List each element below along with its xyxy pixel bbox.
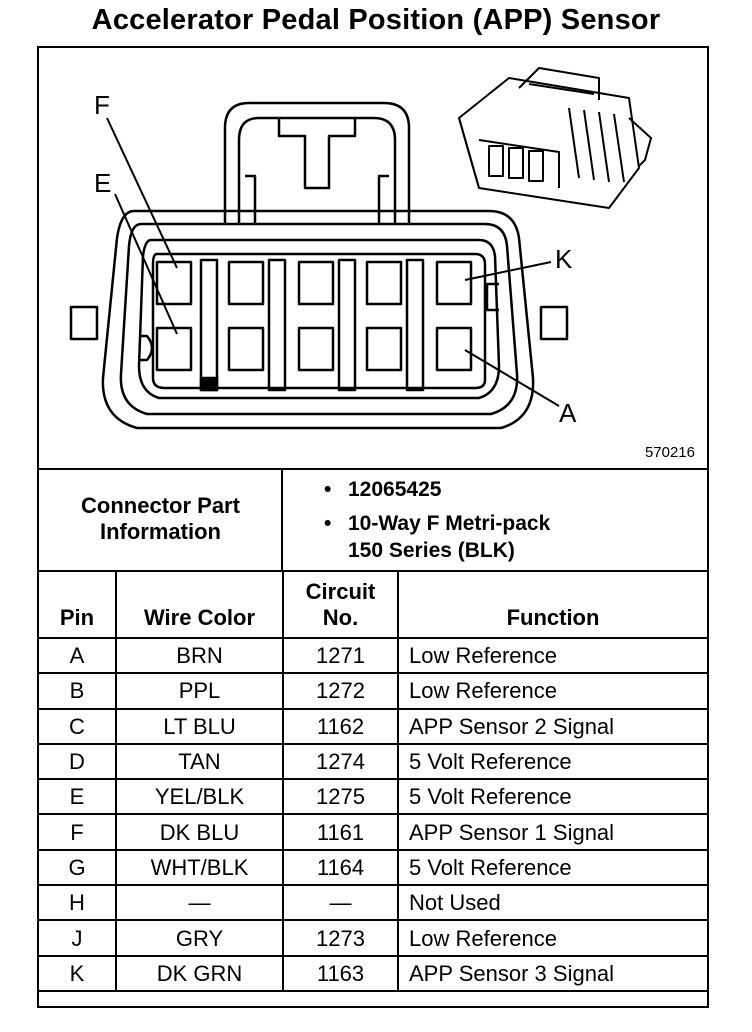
pin-table: Pin Wire Color Circuit No. Function A BR… [37,570,709,992]
table-row: E YEL/BLK 1275 5 Volt Reference [37,778,709,816]
table-row: G WHT/BLK 1164 5 Volt Reference [37,848,709,887]
pin-cell: D [37,742,117,781]
pin-cell: C [37,707,117,745]
function-cell: Low Reference [397,672,709,710]
table-row: K DK GRN 1163 APP Sensor 3 Signal [37,954,709,992]
connector-info-label-line2: Information [99,519,221,544]
table-row: A BRN 1271 Low Reference [37,636,709,675]
info-divider [281,470,283,570]
function-cell: APP Sensor 1 Signal [397,813,709,851]
pin-cell: A [37,636,117,675]
connector-diagram: F E K A [39,48,707,468]
circuit-cell: 1274 [282,742,399,781]
circuit-cell: 1275 [282,778,399,816]
page-title: Accelerator Pedal Position (APP) Sensor [91,4,661,36]
function-cell: Low Reference [397,636,709,675]
section-divider [37,468,709,470]
header-pin: Pin [37,570,117,639]
wire-color-cell: YEL/BLK [115,778,284,816]
function-cell: APP Sensor 3 Signal [397,954,709,992]
header-circuit-no: Circuit No. [282,570,399,639]
wire-color-cell: BRN [115,636,284,675]
circuit-cell: 1164 [282,848,399,887]
wire-color-cell: DK GRN [115,954,284,992]
header-circuit-line1: Circuit [305,579,376,604]
pin-cell: G [37,848,117,887]
wire-color-cell: WHT/BLK [115,848,284,887]
part-number: 12065425 [348,478,442,501]
table-row: D TAN 1274 5 Volt Reference [37,742,709,781]
connector-face-drawing [69,67,652,430]
pin-cell: B [37,672,117,710]
function-cell: 5 Volt Reference [397,848,709,887]
part-number-item: • 12065425 [320,476,550,503]
wire-color-cell: LT BLU [115,707,284,745]
table-header-row: Pin Wire Color Circuit No. Function [37,570,709,639]
header-function: Function [397,570,709,639]
connector-desc-line2: 150 Series (BLK) [348,539,515,562]
table-row: H — — Not Used [37,884,709,922]
figure-id: 570216 [644,444,695,461]
circuit-cell: 1273 [282,919,399,957]
connector-desc-item: • 10-Way F Metri-pack 150 Series (BLK) [320,510,550,564]
circuit-cell: 1272 [282,672,399,710]
pin-cell: J [37,919,117,957]
function-cell: 5 Volt Reference [397,778,709,816]
header-circuit-line2: No. [322,605,359,630]
connector-info-label: Connector Part Information [39,470,282,568]
bullet-icon: • [324,478,332,501]
circuit-cell: — [282,884,399,922]
wire-color-cell: — [115,884,284,922]
circuit-cell: 1271 [282,636,399,675]
table-row: B PPL 1272 Low Reference [37,672,709,710]
wire-color-cell: GRY [115,919,284,957]
wire-color-cell: PPL [115,672,284,710]
connector-info-list: • 12065425 • 10-Way F Metri-pack 150 Ser… [320,476,550,564]
circuit-cell: 1163 [282,954,399,992]
connector-iso-sketch [458,67,652,209]
pin-cell: E [37,778,117,816]
pin-cell: F [37,813,117,851]
callout-e-label: E [94,168,112,198]
callout-f-label: F [94,90,110,120]
function-cell: 5 Volt Reference [397,742,709,781]
header-wire-color: Wire Color [115,570,284,639]
wire-color-cell: DK BLU [115,813,284,851]
callout-a-label: A [559,398,577,428]
table-row: J GRY 1273 Low Reference [37,919,709,957]
callout-k-label: K [555,244,573,274]
circuit-cell: 1161 [282,813,399,851]
wire-color-cell: TAN [115,742,284,781]
connector-info-label-line1: Connector Part [81,493,240,518]
table-row: C LT BLU 1162 APP Sensor 2 Signal [37,707,709,745]
function-cell: Low Reference [397,919,709,957]
pin-cell: K [37,954,117,992]
document-frame [37,46,709,1008]
bullet-icon: • [324,512,332,535]
pin-cell: H [37,884,117,922]
function-cell: Not Used [397,884,709,922]
circuit-cell: 1162 [282,707,399,745]
table-row: F DK BLU 1161 APP Sensor 1 Signal [37,813,709,851]
function-cell: APP Sensor 2 Signal [397,707,709,745]
connector-desc-line1: 10-Way F Metri-pack [348,512,551,535]
